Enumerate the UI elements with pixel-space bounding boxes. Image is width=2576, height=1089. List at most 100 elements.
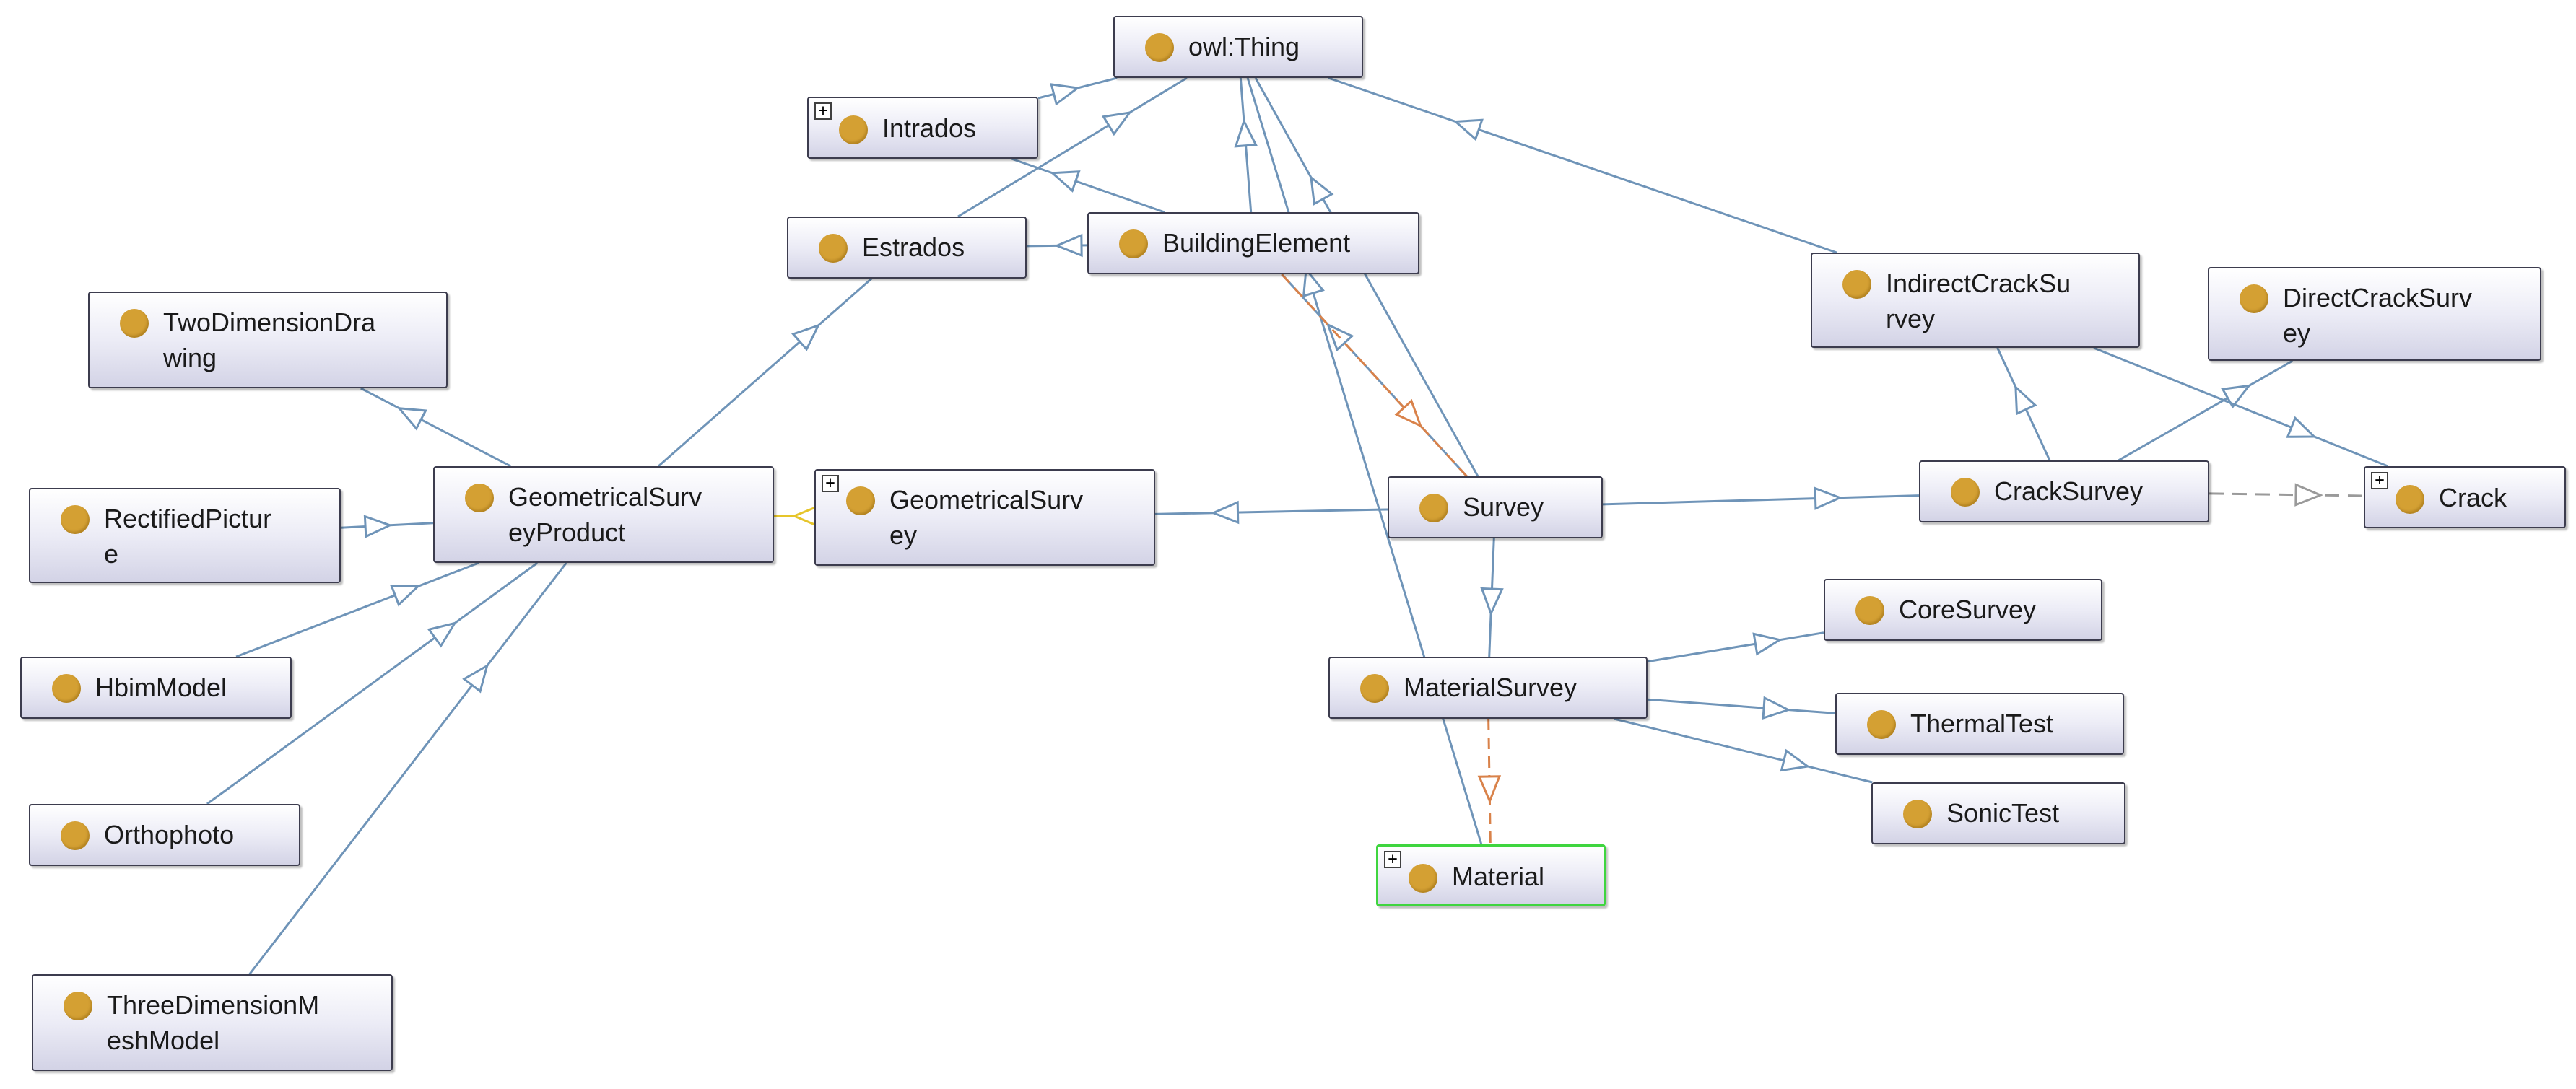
node-three-dimension-mesh-model[interactable]: ThreeDimensionM eshModel [32,974,393,1071]
edge-line [2209,492,2364,497]
expand-icon[interactable]: + [1384,851,1401,868]
edge-arrowhead [1480,587,1504,616]
edge-arrowhead [2286,416,2318,438]
class-icon [1842,270,1871,299]
class-icon [61,505,90,534]
node-orthophoto[interactable]: Orthophoto [29,804,300,866]
edge-line [1239,77,1253,213]
class-icon [52,674,81,703]
edge-line [1488,538,1495,657]
edge-material-survey-to-material [1477,718,1502,845]
edge-arrowhead [1780,748,1811,772]
edge-line [1996,347,2051,461]
node-hbim-model[interactable]: HbimModel [20,657,292,719]
edge-arrowhead [1210,500,1240,525]
node-rectified-picture[interactable]: RectifiedPictur e [29,488,341,583]
edge-arrowhead [1310,175,1334,206]
node-estrados[interactable]: Estrados [787,217,1027,279]
edge-arrowhead [1050,170,1081,193]
edge-arrowhead [462,663,489,694]
node-label: Material [1452,862,1545,891]
edge-line [658,277,873,468]
node-label: eshModel [107,1025,220,1055]
expand-icon[interactable]: + [814,102,832,120]
node-label: rvey [1886,304,1936,333]
edge-building-element-to-survey [1281,273,1468,478]
edge-arrowhead [1752,632,1783,656]
class-icon [2396,485,2424,514]
node-label: SonicTest [1946,798,2060,828]
node-thermal-test[interactable]: ThermalTest [1835,693,2124,755]
class-icon [1409,864,1437,893]
node-geometrical-survey-product[interactable]: GeometricalSurv eyProduct [433,466,774,563]
edge-line [1602,494,1920,506]
edge-crack-survey-to-indirect-crack-survey [1996,347,2051,461]
node-label: BuildingElement [1162,228,1351,258]
node-direct-crack-survey[interactable]: DirectCrackSurv ey [2208,267,2541,361]
edge-line [1246,77,1483,845]
node-material[interactable]: + Material [1376,844,1606,906]
node-label: ThreeDimensionM [107,990,320,1020]
edge-arrowhead [363,515,393,538]
edge-material-to-owl-thing [1246,77,1483,845]
edge-arrowhead [396,406,427,431]
node-label: Estrados [862,232,965,262]
edge-line [1026,244,1088,248]
node-label: MaterialSurvey [1404,673,1578,702]
expand-icon[interactable]: + [822,475,839,492]
edge-geometrical-survey-product-to-two-dimension-drawing [360,387,511,468]
node-label: CrackSurvey [1994,476,2144,506]
edge-line [1487,718,1492,845]
edge-line [1154,508,1388,515]
node-label: IndirectCrackSu [1886,268,2071,298]
edge-building-element-to-intrados [1011,157,1165,214]
edge-line [360,387,511,468]
edge-material-survey-to-sonic-test [1614,717,1873,784]
node-label: GeometricalSurv [508,482,702,512]
edge-crack-survey-to-direct-crack-survey [2118,359,2294,462]
node-two-dimension-drawing[interactable]: TwoDimensionDra wing [88,292,448,388]
class-icon [120,309,149,338]
edge-arrowhead [389,585,421,607]
node-survey[interactable]: Survey [1388,476,1603,538]
edge-arrowhead [1054,233,1083,258]
edge-line [1011,157,1165,214]
node-crack[interactable]: + Crack [2364,466,2566,528]
edge-line [1281,273,1468,478]
class-icon [1951,478,1980,507]
node-material-survey[interactable]: MaterialSurvey [1328,657,1648,719]
edge-line [340,522,434,529]
edge-material-survey-to-core-survey [1647,631,1824,663]
edge-survey-to-building-element [1281,273,1468,478]
node-intrados[interactable]: + Intrados [807,97,1038,159]
expand-icon[interactable]: + [2371,472,2388,489]
node-indirect-crack-survey[interactable]: IndirectCrackSu rvey [1811,253,2140,348]
class-icon [846,486,875,515]
node-label: ThermalTest [1910,709,2054,738]
class-icon [1145,33,1174,62]
node-label: Survey [1463,492,1544,522]
edge-arrowhead [1101,110,1133,136]
node-label: e [104,539,119,569]
node-core-survey[interactable]: CoreSurvey [1824,579,2102,641]
class-icon [1855,596,1884,625]
edge-line [248,562,567,975]
node-sonic-test[interactable]: SonicTest [1871,782,2125,844]
edge-line [1281,273,1468,478]
edge-building-element-to-owl-thing [1234,77,1258,213]
node-owl-thing[interactable]: owl:Thing [1113,16,1363,78]
class-icon [61,821,90,850]
edge-survey-to-owl-thing [1254,77,1479,477]
edge-building-element-to-estrados [1026,233,1088,258]
node-crack-survey[interactable]: CrackSurvey [1919,460,2209,522]
class-icon [1867,710,1896,739]
node-building-element[interactable]: BuildingElement [1087,212,1419,274]
class-icon [1360,674,1389,703]
edge-survey-to-material-survey [1480,538,1504,657]
node-geometrical-survey[interactable]: + GeometricalSurv ey [814,469,1155,566]
edge-indirect-crack-survey-to-crack [2093,346,2388,468]
edge-survey-to-geometrical-survey [1154,500,1388,525]
node-label: CoreSurvey [1899,595,2037,624]
node-label: wing [163,343,217,372]
